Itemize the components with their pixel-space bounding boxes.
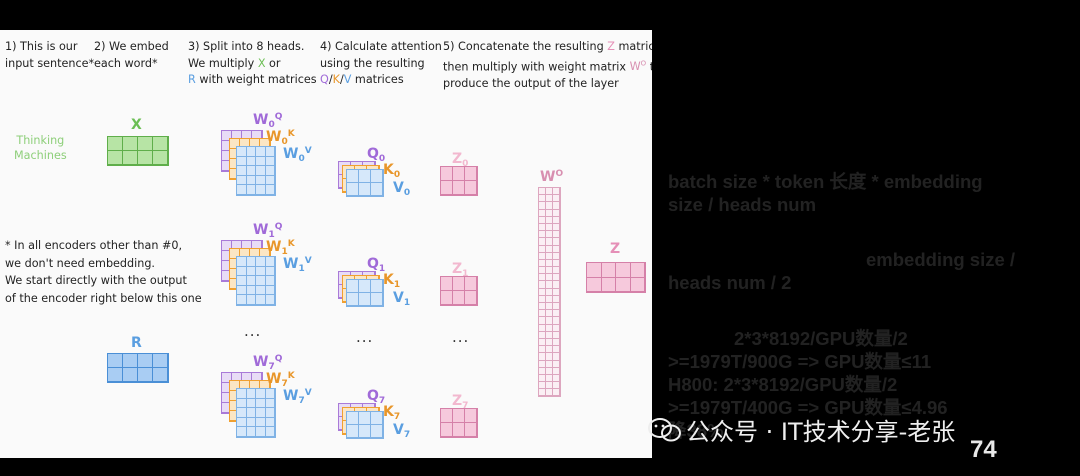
overlay-line-8: >=1979T/400G => GPU数量≤4.96 — [668, 397, 948, 418]
overlay-line-2: size / heads num — [668, 194, 817, 215]
v-label-head-0: V0 — [393, 180, 411, 198]
watermark-number: 74 — [970, 436, 997, 463]
wo-label: WO — [540, 169, 564, 185]
wo-matrix-grid — [538, 187, 561, 398]
wq-label-head-0: W0Q — [253, 112, 283, 130]
step-5-caption: 5) Concatenate the resulting Z matrices,… — [443, 40, 652, 90]
x-label: X — [131, 117, 142, 133]
z-label-head-1: Z1 — [452, 261, 469, 279]
v-matrix-head-0 — [346, 169, 384, 197]
z-output-label: Z — [610, 241, 621, 257]
watermark-text: 公众号 · IT技术分享-老张 — [686, 418, 956, 446]
wechat-icon — [648, 418, 681, 442]
overlay-line-9: 降38% — [668, 420, 724, 441]
wv-label-head-7: W7V — [283, 388, 312, 406]
x-matrix-grid — [107, 136, 169, 166]
wk-label-head-0: W0K — [266, 129, 295, 147]
r-matrix-grid — [107, 353, 169, 383]
wv-label-head-1: W1V — [283, 256, 312, 274]
z-matrix-head-1 — [440, 276, 478, 306]
step-4-caption: 4) Calculate attention using the resulti… — [320, 40, 442, 87]
z-label-head-0: Z0 — [452, 151, 469, 169]
annotation-overlay: batch size * token 长度 * embedding size /… — [668, 170, 1080, 442]
z-label-head-7: Z7 — [452, 393, 469, 411]
wk-label-head-7: W7K — [266, 371, 295, 389]
wk-label-head-1: W1K — [266, 239, 295, 257]
v-matrix-head-1 — [346, 279, 384, 307]
v-matrix-head-7 — [346, 411, 384, 439]
overlay-line-1: batch size * token 长度 * embedding — [668, 171, 983, 192]
wq-label-head-1: W1Q — [253, 222, 283, 240]
z-matrix-head-0 — [440, 166, 478, 196]
footnote: * In all encoders other than #0,we don't… — [5, 239, 202, 305]
ellipsis-weights: ... — [244, 322, 262, 340]
step-3-caption: 3) Split into 8 heads. We multiply X or … — [188, 40, 317, 87]
overlay-line-5: 2*3*8192/GPU数量/2 — [734, 328, 908, 349]
z-matrix-head-7 — [440, 408, 478, 438]
wv-matrix-head-0 — [236, 146, 276, 196]
q-label-head-7: Q7 — [367, 388, 386, 406]
overlay-line-4: heads num / 2 — [668, 272, 792, 293]
wq-label-head-7: W7Q — [253, 354, 283, 372]
ellipsis-attention: ... — [356, 328, 374, 346]
v-label-head-1: V1 — [393, 290, 411, 308]
overlay-line-3: embedding size / — [866, 249, 1016, 270]
k-label-head-0: K0 — [383, 162, 401, 180]
overlay-line-7: H800: 2*3*8192/GPU数量/2 — [668, 374, 898, 395]
k-label-head-1: K1 — [383, 272, 401, 290]
q-label-head-1: Q1 — [367, 256, 386, 274]
z-output-grid — [586, 262, 646, 293]
k-label-head-7: K7 — [383, 404, 401, 422]
wv-label-head-0: W0V — [283, 146, 312, 164]
wv-matrix-head-7 — [236, 388, 276, 438]
q-label-head-0: Q0 — [367, 146, 386, 164]
ellipsis-z: ... — [452, 328, 470, 346]
v-label-head-7: V7 — [393, 422, 411, 440]
wv-matrix-head-1 — [236, 256, 276, 306]
overlay-line-6: >=1979T/900G => GPU数量≤11 — [668, 351, 932, 372]
r-label: R — [131, 335, 142, 351]
